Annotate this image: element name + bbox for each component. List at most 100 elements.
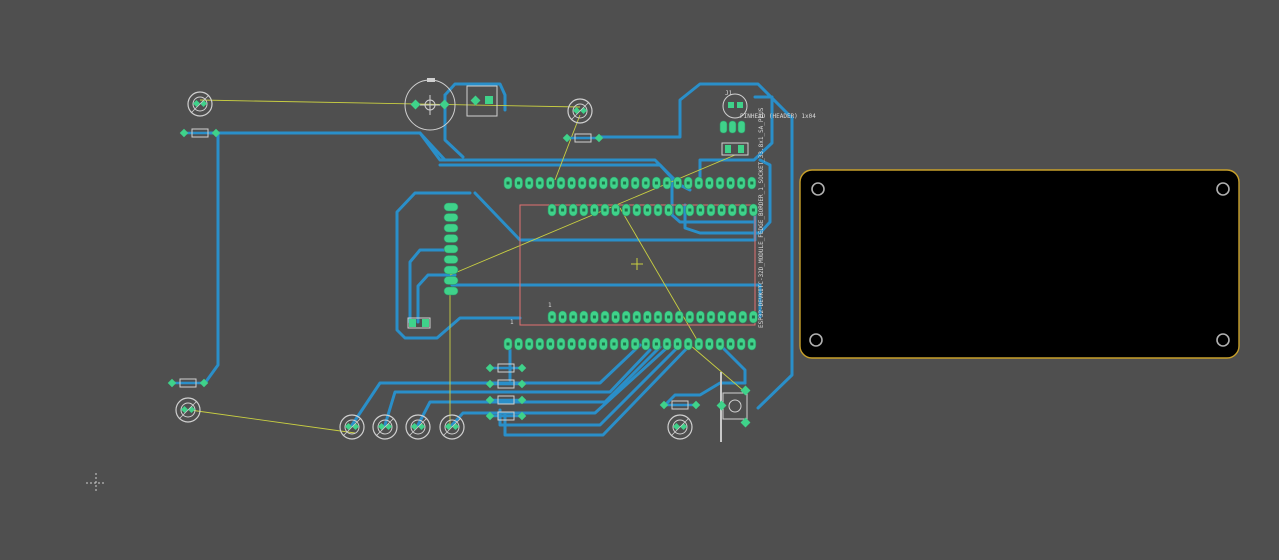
resistor[interactable] xyxy=(659,400,701,410)
airwire[interactable] xyxy=(189,409,356,434)
esp32-module[interactable]: ESP32-DEVKITC-32D_MODULE_FEDGE_BORDER_1_… xyxy=(510,107,765,328)
small-part-pad[interactable] xyxy=(422,319,429,327)
top-connector[interactable] xyxy=(466,85,498,117)
display-module[interactable] xyxy=(799,169,1240,359)
push-button[interactable] xyxy=(716,372,751,442)
j1-pad[interactable] xyxy=(728,102,734,108)
buzzer-pad[interactable] xyxy=(439,99,450,110)
trace[interactable] xyxy=(683,158,772,235)
pad-drill xyxy=(729,181,733,185)
airwire[interactable] xyxy=(554,114,581,181)
header-pad[interactable] xyxy=(443,276,459,285)
connector-pad[interactable] xyxy=(485,96,493,104)
pad-drill xyxy=(707,342,711,346)
trace[interactable] xyxy=(718,343,747,385)
j1-pad[interactable] xyxy=(737,102,743,108)
header-pad[interactable] xyxy=(443,223,459,233)
trace[interactable] xyxy=(498,343,682,427)
trace[interactable] xyxy=(383,348,652,427)
trace[interactable] xyxy=(408,248,447,324)
led[interactable] xyxy=(567,98,593,124)
trace[interactable] xyxy=(443,82,507,112)
led[interactable] xyxy=(339,414,365,440)
j1-pin[interactable] xyxy=(737,120,746,134)
resistor[interactable] xyxy=(485,379,527,389)
trace[interactable] xyxy=(450,283,762,319)
pad-drill xyxy=(751,208,755,212)
led[interactable] xyxy=(372,414,398,440)
j1-header[interactable]: J1 PINHEAD (HEADER) 1x04 xyxy=(721,90,816,156)
pad-drill xyxy=(688,315,692,319)
resistor[interactable] xyxy=(485,363,527,373)
pad-drill xyxy=(644,181,648,185)
buzzer[interactable] xyxy=(404,78,456,131)
trace[interactable] xyxy=(450,343,672,427)
led[interactable] xyxy=(439,414,465,440)
airwire[interactable] xyxy=(199,99,581,108)
resistor[interactable] xyxy=(562,133,604,143)
j1-ref: J1 xyxy=(725,90,733,97)
resistor[interactable] xyxy=(167,378,209,388)
pad-drill xyxy=(624,315,628,319)
led[interactable] xyxy=(667,414,693,440)
pad-drill xyxy=(633,181,637,185)
resistor[interactable] xyxy=(179,128,221,138)
pad-drill xyxy=(688,208,692,212)
header-pad[interactable] xyxy=(443,286,459,296)
header-pad[interactable] xyxy=(443,265,459,275)
resistor[interactable] xyxy=(485,411,527,421)
pad-rows xyxy=(503,176,758,351)
display-mount-hole[interactable] xyxy=(1216,182,1230,196)
j1-pin[interactable] xyxy=(719,120,728,134)
led[interactable] xyxy=(175,397,201,423)
j1-pad[interactable] xyxy=(738,145,744,153)
j1-pad[interactable] xyxy=(725,145,731,153)
pad-drill xyxy=(517,181,521,185)
button-pad[interactable] xyxy=(716,400,727,411)
header-pad[interactable] xyxy=(443,244,459,254)
header-pad[interactable] xyxy=(443,202,459,212)
header-pad[interactable] xyxy=(443,255,459,264)
pad-drill xyxy=(570,181,574,185)
j1-pin[interactable] xyxy=(728,120,737,134)
trace[interactable] xyxy=(216,131,447,162)
pad-drill xyxy=(707,181,711,185)
airwire[interactable] xyxy=(619,207,701,346)
trace[interactable] xyxy=(395,191,522,340)
pad-drill xyxy=(677,208,681,212)
led[interactable] xyxy=(405,414,431,440)
trace[interactable] xyxy=(503,343,692,437)
pad-drill xyxy=(718,181,722,185)
trace[interactable] xyxy=(203,131,220,385)
resistor[interactable] xyxy=(485,395,527,405)
header-pad[interactable] xyxy=(443,213,459,222)
pad-drill xyxy=(741,208,745,212)
trace[interactable] xyxy=(663,381,747,407)
trace[interactable] xyxy=(418,131,692,192)
trace[interactable] xyxy=(443,93,465,159)
display-mount-hole[interactable] xyxy=(809,333,823,347)
trace[interactable] xyxy=(416,345,662,427)
display-mount-hole[interactable] xyxy=(811,182,825,196)
trace[interactable] xyxy=(438,163,755,224)
airwire[interactable] xyxy=(689,344,746,393)
buzzer-pad[interactable] xyxy=(410,99,421,110)
led[interactable] xyxy=(187,91,213,117)
trace[interactable] xyxy=(598,82,794,410)
pad-drill xyxy=(739,342,743,346)
button-pad[interactable] xyxy=(740,417,751,428)
connector-pad[interactable] xyxy=(470,95,481,106)
display-mount-hole[interactable] xyxy=(1216,333,1230,347)
j1-mount-hole[interactable] xyxy=(722,93,748,119)
button-pad[interactable] xyxy=(740,385,751,396)
trace[interactable] xyxy=(416,273,457,324)
trace[interactable] xyxy=(698,95,774,182)
pad-drill xyxy=(654,342,658,346)
header-pad[interactable] xyxy=(443,234,459,243)
pad-drill xyxy=(635,208,639,212)
pad-drill xyxy=(751,315,755,319)
pad-drill xyxy=(623,342,627,346)
small-part-pad[interactable] xyxy=(409,319,416,327)
button-body xyxy=(722,392,748,420)
